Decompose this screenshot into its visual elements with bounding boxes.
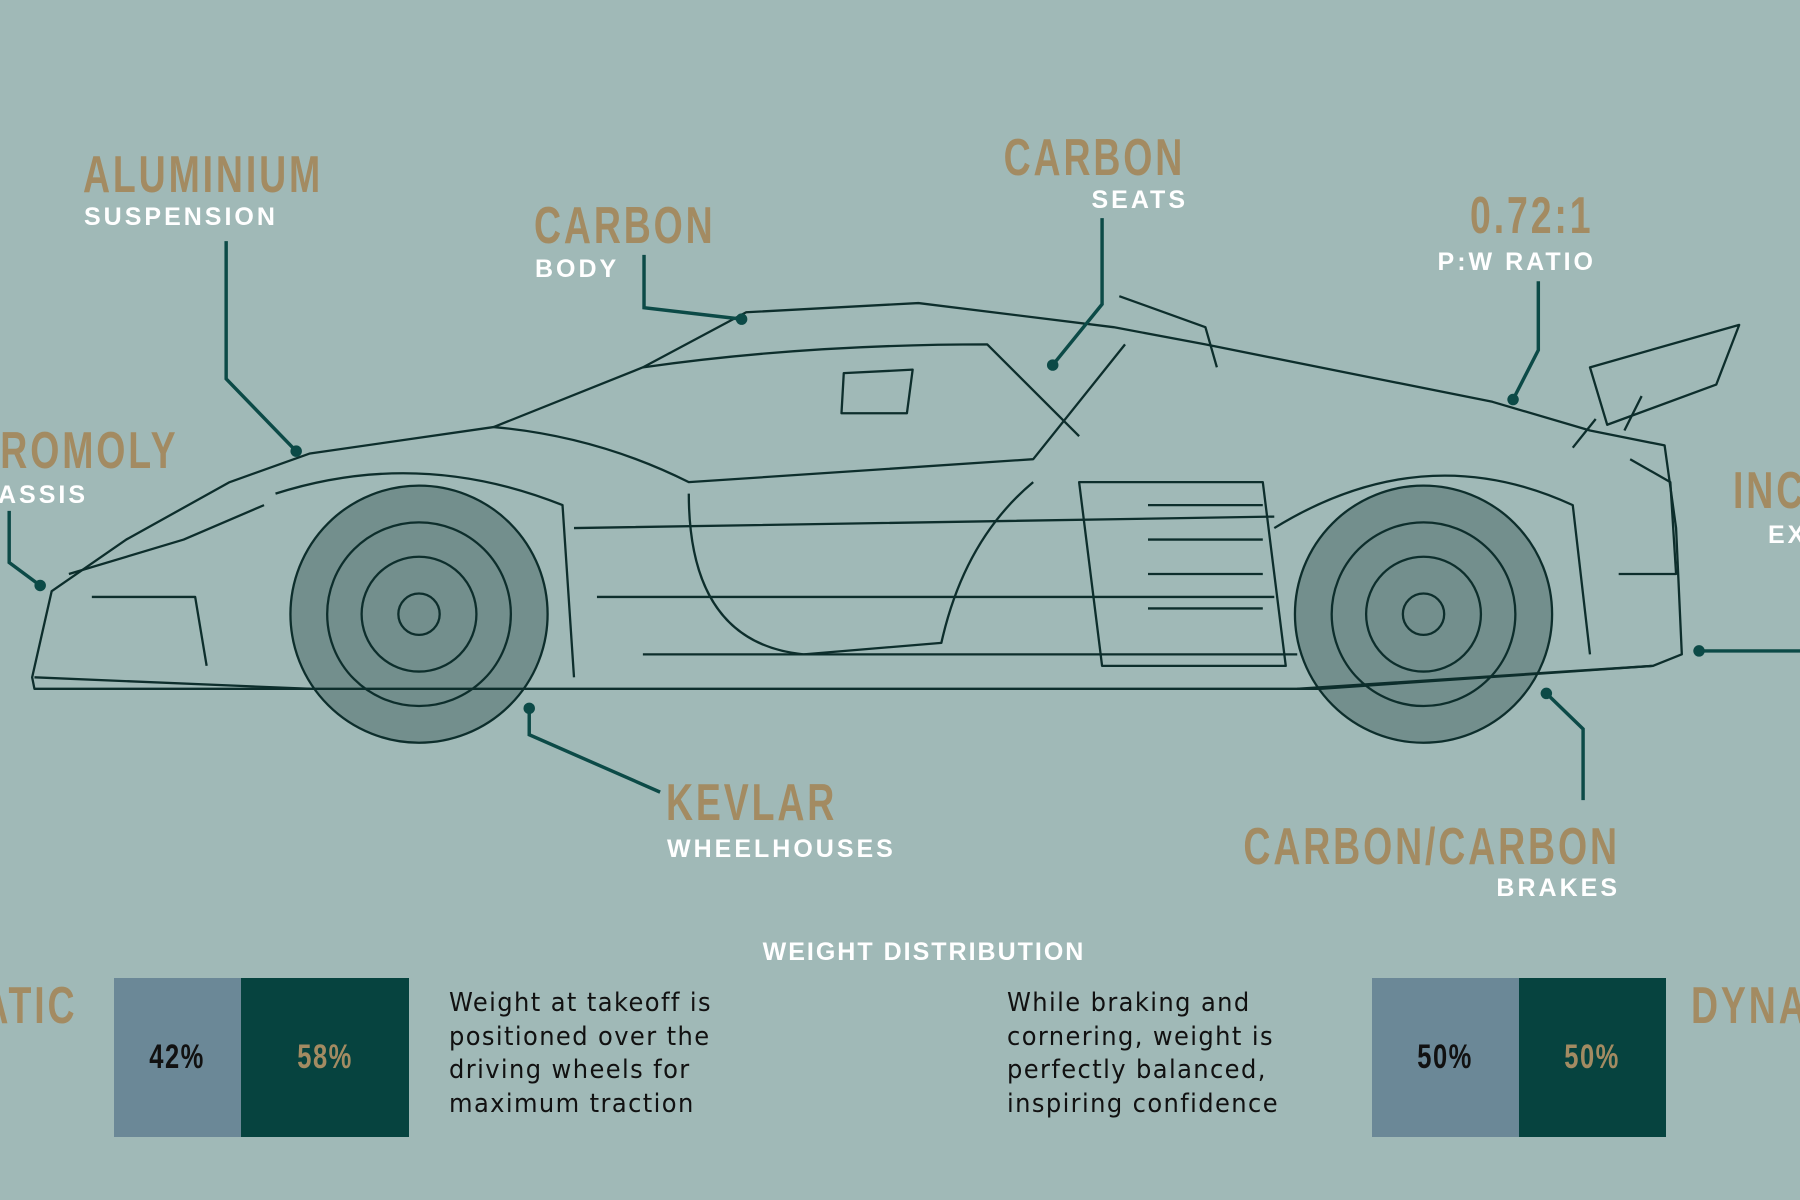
dynamic-front-bar: 50% xyxy=(1372,978,1519,1137)
weight-distribution-title: WEIGHT DISTRIBUTION xyxy=(762,938,1086,966)
brakes-material: CARBON/CARBON xyxy=(1243,818,1620,876)
dynamic-description: While braking and cornering, weight is p… xyxy=(1007,987,1279,1121)
ratio-label: P:W RATIO xyxy=(1437,248,1596,276)
suspension-material: ALUMINIUM xyxy=(83,146,324,204)
front-wheel xyxy=(289,484,549,744)
leader-suspension xyxy=(224,241,298,453)
rear-wheel xyxy=(1293,484,1554,744)
chassis-label: ASSIS xyxy=(0,481,88,509)
desc-line: Weight at takeoff is xyxy=(449,988,712,1018)
desc-line: cornering, weight is xyxy=(1007,1021,1274,1052)
static-description: Weight at takeoff is positioned over the… xyxy=(449,987,712,1121)
wheelhouses-material: KEVLAR xyxy=(666,774,838,832)
desc-line: inspiring confidence xyxy=(1007,1088,1279,1119)
body-material: CARBON xyxy=(534,197,716,255)
desc-line: perfectly balanced, xyxy=(1007,1055,1267,1085)
static-rear-bar: 58% xyxy=(241,978,409,1137)
dynamic-label: DYNA xyxy=(1691,977,1800,1035)
static-rear-value: 58% xyxy=(297,1038,353,1076)
static-front-bar: 42% xyxy=(114,978,241,1137)
dynamic-front-value: 50% xyxy=(1417,1038,1474,1076)
desc-line: While braking and xyxy=(1007,988,1251,1018)
seats-material: CARBON xyxy=(1003,129,1185,187)
leader-wheelhouses xyxy=(527,708,661,794)
body-label: BODY xyxy=(535,255,620,283)
brakes-label: BRAKES xyxy=(1496,874,1620,902)
exhaust-material: INC xyxy=(1733,462,1800,520)
ratio-value: 0.72:1 xyxy=(1469,187,1593,245)
suspension-label: SUSPENSION xyxy=(84,203,278,231)
chassis-material: ROMOLY xyxy=(0,422,178,480)
dynamic-rear-bar: 50% xyxy=(1519,978,1666,1137)
desc-line: positioned over the xyxy=(449,1021,711,1052)
leader-chassis xyxy=(7,510,42,587)
leader-seats xyxy=(1051,218,1104,367)
static-front-value: 42% xyxy=(149,1038,206,1076)
exhaust-label: EX xyxy=(1768,521,1800,549)
leader-ratio xyxy=(1511,281,1541,401)
static-label: ATIC xyxy=(0,977,77,1035)
leader-brakes xyxy=(1545,692,1585,801)
leader-body xyxy=(642,254,742,321)
wheelhouses-label: WHEELHOUSES xyxy=(667,835,896,863)
desc-line: maximum traction xyxy=(449,1088,695,1119)
rear-wing xyxy=(1588,323,1741,426)
seats-label: SEATS xyxy=(1091,186,1188,214)
dynamic-rear-value: 50% xyxy=(1564,1038,1621,1076)
desc-line: driving wheels for xyxy=(449,1055,691,1085)
